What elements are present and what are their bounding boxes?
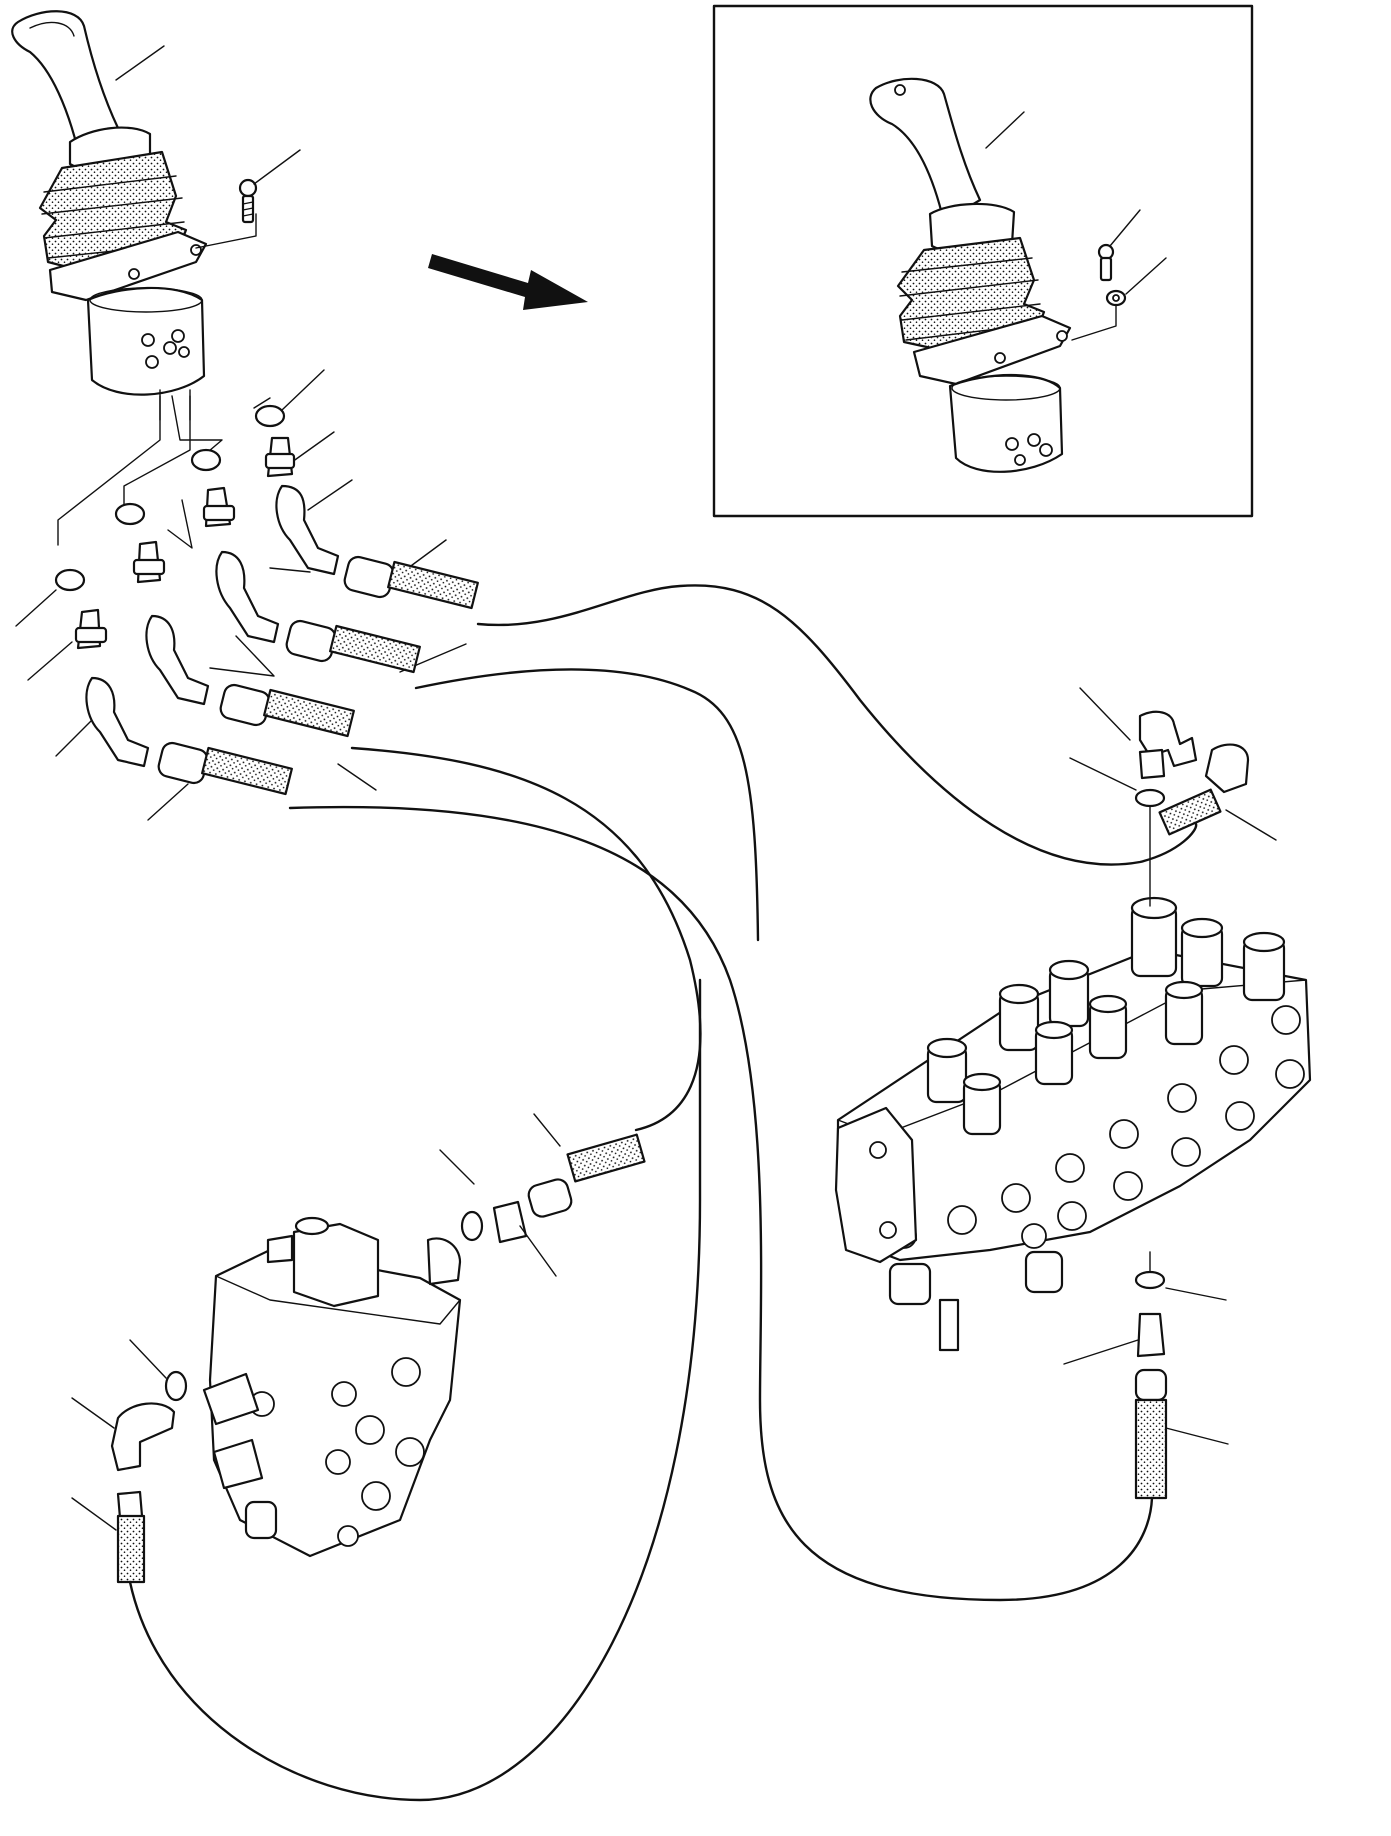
screw	[238, 178, 258, 224]
hose-ends	[157, 555, 479, 796]
right-block-fittings	[1063, 687, 1277, 1500]
joystick-stem	[159, 389, 191, 421]
arrow-icon	[428, 254, 588, 310]
o-rings	[54, 404, 286, 592]
inset-alternative-joystick	[712, 4, 1254, 518]
adapters	[74, 436, 296, 650]
left-valve-fittings	[71, 1113, 646, 1584]
control-valve-block	[834, 896, 1312, 1352]
control-valve-small	[202, 1216, 462, 1558]
joystick-assembly	[11, 10, 208, 396]
hydraulic-hoses	[128, 584, 1198, 1802]
elbow-fittings	[85, 484, 340, 768]
